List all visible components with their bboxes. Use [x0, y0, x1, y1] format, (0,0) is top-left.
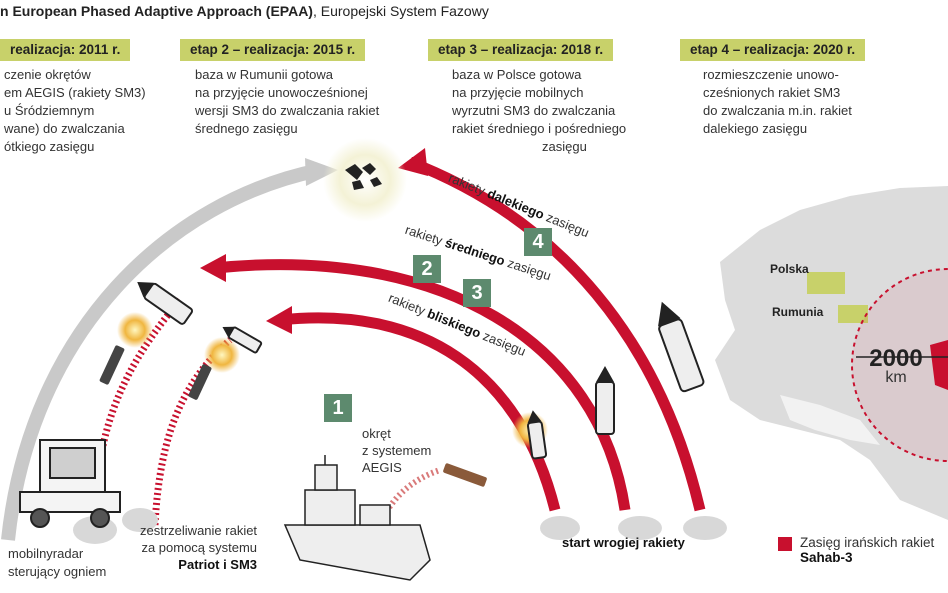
country-label-romania: Rumunia — [772, 305, 824, 319]
stage-1-badge: realizacja: 2011 r. — [0, 39, 131, 61]
country-label-poland: Polska — [770, 262, 809, 276]
stage-4-line: dalekiego zasięgu — [703, 121, 808, 136]
intercept-flash-1 — [117, 312, 153, 348]
arc-far — [408, 156, 706, 512]
stage-1-line: em AEGIS (rakiety SM3) — [4, 85, 146, 100]
intercept-label-line: zestrzeliwanie rakiet — [140, 523, 258, 538]
stage-number-3: 3 — [463, 279, 491, 307]
aegis-warship-icon — [283, 455, 431, 581]
europe-map — [715, 186, 948, 520]
ship-label: okręt z systemem AEGIS — [362, 425, 431, 476]
stage-4-line: cześnionych rakiet SM3 — [703, 85, 841, 100]
legend: Zasięg irańskich rakiet Sahab-3 — [800, 535, 934, 565]
range-label: 2000 km — [856, 345, 936, 387]
ship-missile — [443, 463, 487, 487]
legend-swatch — [778, 537, 792, 551]
stage-3-line: baza w Polsce gotowa — [452, 67, 582, 82]
missile-mid-left — [222, 326, 263, 354]
map-poland — [807, 272, 845, 294]
missile-far — [658, 301, 705, 393]
missile-mid — [595, 366, 615, 435]
arc-near-head — [266, 306, 292, 334]
stage-3-line: rakiet średniego i pośredniego — [452, 121, 627, 136]
stage-3-line: na przyjęcie mobilnych — [452, 85, 584, 100]
intercept-label-line: za pomocą systemu — [141, 540, 258, 555]
range-circle — [851, 268, 948, 462]
legend-bold: Sahab-3 — [800, 550, 853, 565]
gray-trajectory — [1, 163, 322, 541]
radar-label-line: sterujący ogniem — [8, 564, 107, 579]
stage-4-badge: etap 4 – realizacja: 2020 r. — [680, 39, 866, 61]
radar-vehicle-icon — [19, 439, 121, 528]
range-distance: 2000 — [869, 345, 923, 372]
missile-near — [526, 410, 548, 460]
stage-3-line: wyrzutni SM3 do zwalczania — [452, 103, 616, 118]
map-romania — [838, 305, 868, 323]
stage-3-badge: etap 3 – realizacja: 2018 r. — [428, 39, 614, 61]
stage-number-1: 1 — [324, 394, 352, 422]
ship-label-line: AEGIS — [362, 460, 402, 475]
stage-4-line: do zwalczania m.in. rakiet — [703, 103, 852, 118]
stage-2-line: wersji SM3 do zwalczania rakiet — [195, 103, 380, 118]
radar-label: mobilnyradar sterujący ogniem — [8, 545, 106, 581]
smoke-3 — [540, 516, 580, 540]
ship-launch-arc — [377, 467, 441, 527]
stage-2-text: baza w Rumunii gotowa na przyjęcie unowo… — [195, 66, 379, 138]
stage-1-line: wane) do zwalczania — [4, 121, 125, 136]
legend-text: Zasięg irańskich rakiet — [800, 535, 935, 550]
launch-label: start wrogiej rakiety — [562, 535, 685, 550]
stage-2-badge: etap 2 – realizacja: 2015 r. — [180, 39, 366, 61]
stage-1-line: u Śródziemnym — [4, 103, 95, 118]
ship-label-line: z systemem — [362, 443, 432, 458]
explosion-burst — [323, 138, 407, 222]
ship-label-line: okręt — [362, 426, 391, 441]
stage-4-line: rozmieszczenie unowo- — [703, 67, 839, 82]
stage-4-text: rozmieszczenie unowo- cześnionych rakiet… — [703, 66, 852, 138]
smoke-2 — [122, 508, 158, 532]
missile-top-left — [137, 282, 194, 325]
stage-2-line: baza w Rumunii gotowa — [195, 67, 334, 82]
title-rest: , Europejski System Fazowy — [312, 3, 489, 19]
stage-number-2: 2 — [413, 255, 441, 283]
map-landmass — [715, 186, 948, 520]
interceptor-arc-2 — [151, 337, 233, 526]
intercept-flash-2 — [204, 337, 240, 373]
stage-3-line: zasięgu — [542, 139, 587, 154]
stage-3-text: baza w Polsce gotowa na przyjęcie mobiln… — [452, 66, 626, 156]
stage-1-line: czenie okrętów — [4, 67, 91, 82]
radar-label-line: mobilnyradar — [8, 546, 84, 561]
intercept-label-bold: Patriot i SM3 — [178, 557, 258, 572]
stage-2-line: średnego zasięgu — [195, 121, 298, 136]
stage-1-text: czenie okrętów em AEGIS (rakiety SM3) u … — [4, 66, 146, 156]
interceptor-missile-2 — [188, 364, 212, 400]
range-unit: km — [885, 369, 907, 386]
arc-mid-head — [200, 254, 226, 282]
intercept-label: zestrzeliwanie rakiet za pomocą systemu … — [140, 522, 257, 573]
arc-mid — [214, 259, 631, 511]
debris-icon — [345, 163, 382, 190]
stage-number-4: 4 — [524, 228, 552, 256]
stage-1-line: ótkiego zasięgu — [4, 139, 95, 154]
smoke-4 — [618, 516, 662, 540]
gray-arrowhead — [305, 158, 338, 186]
title-bold: n European Phased Adaptive Approach (EPA… — [0, 3, 313, 19]
map-iran — [930, 340, 948, 390]
interceptor-missile-1 — [99, 345, 125, 385]
map-sea — [780, 395, 880, 445]
page-title: n European Phased Adaptive Approach (EPA… — [0, 3, 489, 19]
stage-2-line: na przyjęcie unowocześnionej — [195, 85, 368, 100]
smoke-5 — [683, 516, 727, 540]
